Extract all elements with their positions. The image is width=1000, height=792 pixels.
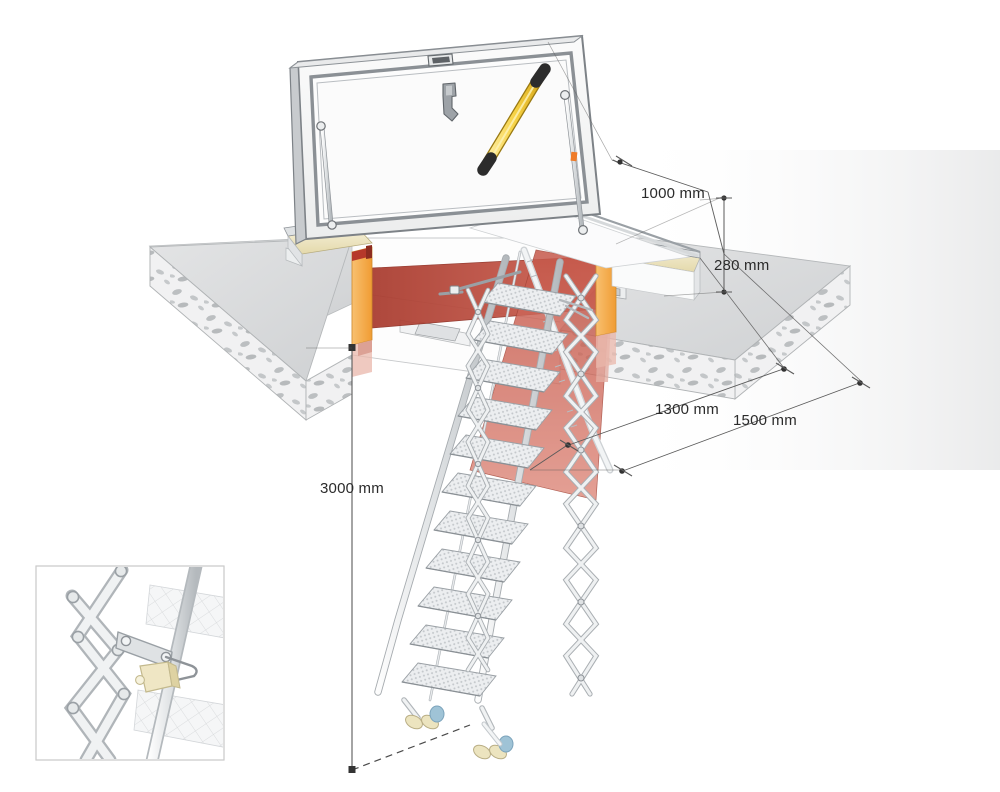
dimension-1300-geometry (529, 362, 795, 471)
dimension-1500-geometry (613, 376, 871, 477)
dimension-envelope-lines (615, 195, 863, 383)
dimension-lines (306, 41, 871, 773)
hatch-lid-panel (288, 34, 602, 245)
dimension-280-geometry (663, 195, 732, 297)
ladder-feet (401, 697, 514, 760)
gas-strut-left (316, 121, 337, 230)
dimension-label-1500: 1500 mm (733, 412, 797, 429)
dimension-3000-geometry (306, 344, 356, 773)
lid-latch-plate (427, 53, 454, 67)
concrete-slab (148, 235, 852, 421)
gas-strut-right (559, 89, 588, 236)
lid-grab-handle (442, 82, 459, 122)
dimension-labels: 1000 mm 280 mm 1300 mm 1500 mm 3000 mm (320, 185, 797, 497)
label-backdrops (636, 183, 722, 203)
ground-reference-line (351, 724, 471, 771)
dimension-label-1000: 1000 mm (641, 185, 705, 202)
detail-inset (35, 565, 225, 761)
yellow-telescopic-pull-pole (477, 63, 551, 176)
concertina-scissor-ladder (374, 246, 614, 760)
dimension-label-3000: 3000 mm (320, 480, 384, 497)
dimension-1000-geometry (547, 41, 725, 255)
ladder-treads (401, 282, 577, 697)
dimension-label-280: 280 mm (714, 257, 769, 274)
dimension-label-1300: 1300 mm (655, 401, 719, 418)
